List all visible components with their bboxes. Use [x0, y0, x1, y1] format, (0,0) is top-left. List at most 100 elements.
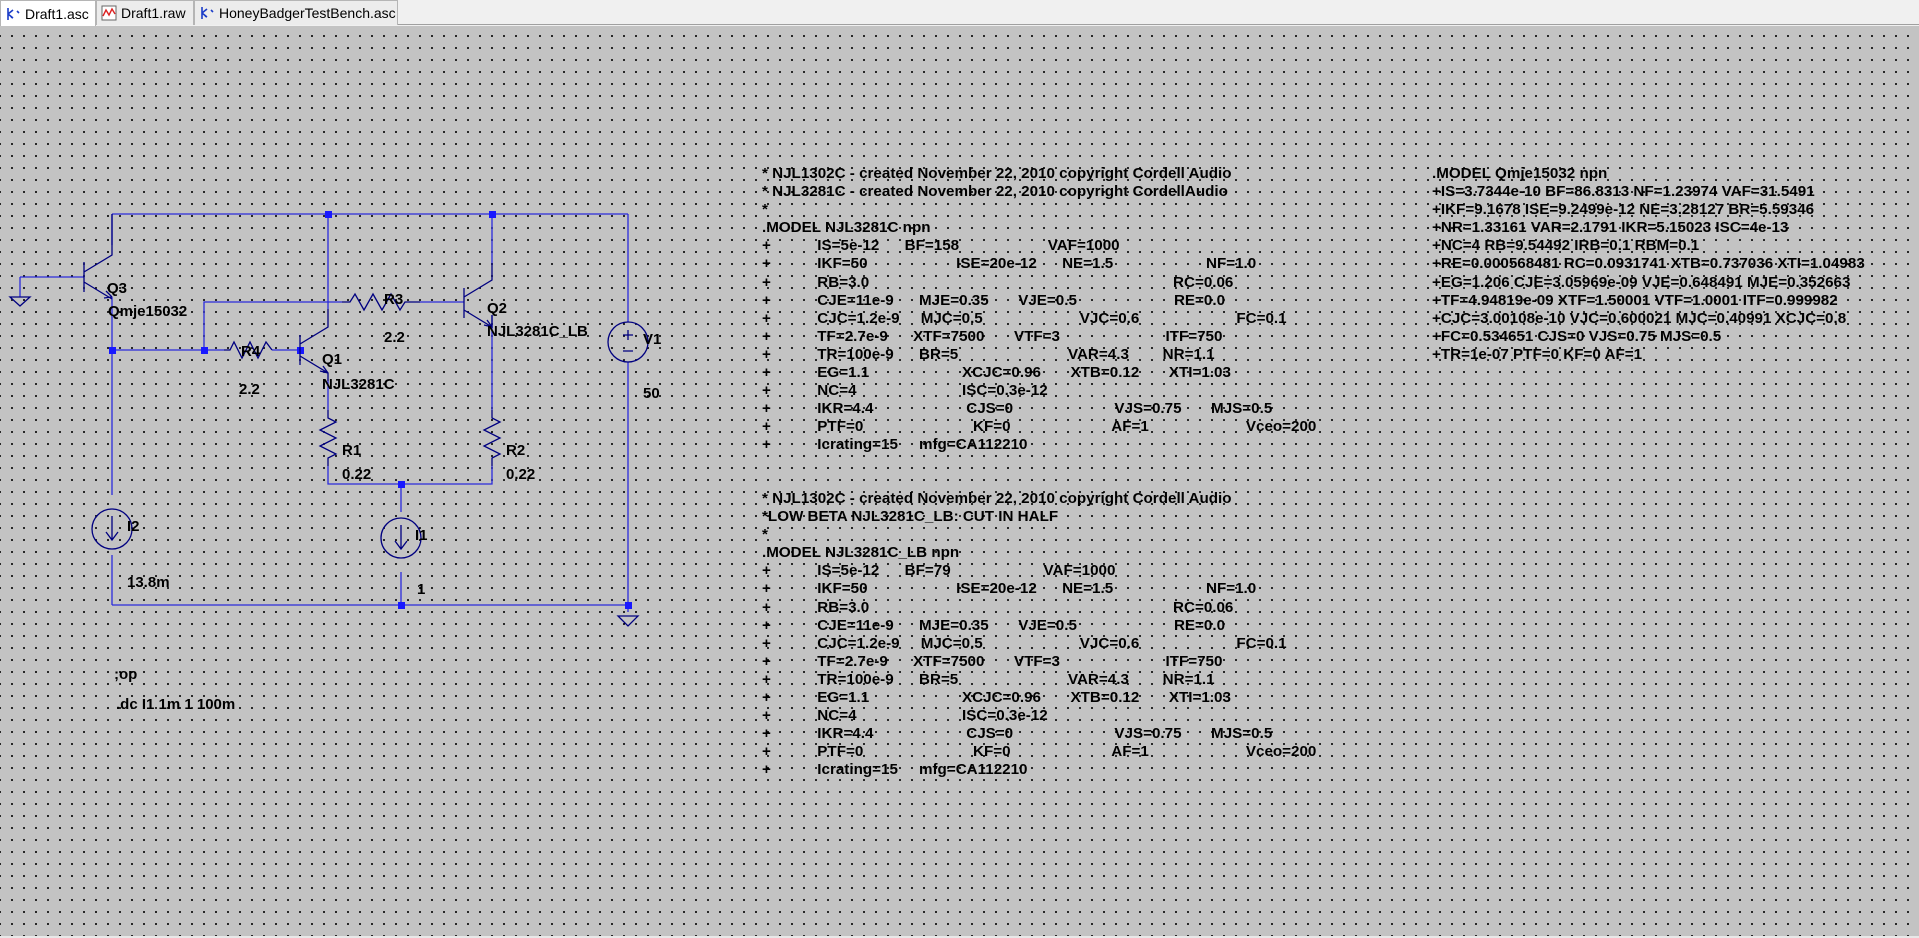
model-text-line: *LOW BETA NJL3281C_LB: CUT IN HALF	[762, 508, 1059, 526]
dc-sweep-directive[interactable]: .dc I1 1m 1 100m	[116, 696, 236, 713]
resistor-r1[interactable]	[318, 410, 338, 466]
transistor-q1[interactable]	[299, 309, 329, 381]
model-text-line: + TF=2.7e-9 XTF=7500 VTF=3 ITF=750	[762, 652, 1223, 670]
q1-value-label: NJL3281C	[322, 376, 395, 393]
ground-symbol[interactable]	[616, 615, 640, 627]
model-text-line: *	[762, 201, 768, 219]
v1-name-label: V1	[643, 331, 661, 348]
model-text-line: + IKF=50 ISE=20e-12 NE=1.5 NF=1.0	[762, 255, 1257, 273]
wire[interactable]	[327, 466, 493, 485]
q2-name-label: Q2	[487, 300, 507, 317]
junction-dot	[625, 602, 632, 609]
model-text-line: +RE=0.000568481 RC=0.0931741 XTB=0.73703…	[1432, 255, 1865, 273]
transistor-q2[interactable]	[463, 263, 493, 329]
model-text-line: +IS=3.7344e-10 BF=86.8313 NF=1.23974 VAF…	[1432, 183, 1815, 201]
model-text-line: .MODEL NJL3281C npn	[762, 219, 931, 237]
voltage-source-v1[interactable]	[607, 321, 649, 363]
i2-name-label: I2	[127, 518, 140, 535]
model-text-line: +CJC=3.00108e-10 VJC=0.600021 MJC=0.4099…	[1432, 309, 1847, 327]
resistor-r4[interactable]	[224, 340, 273, 360]
i2-value-label: 13.8m	[127, 574, 170, 591]
model-text-line: + NC=4 ISC=0.3e-12	[762, 382, 1048, 400]
model-text-line: +IKF=9.1678 ISE=9.2499e-12 NE=3.28127 BR…	[1432, 201, 1815, 219]
junction-dot	[201, 347, 208, 354]
tab-draft1-raw[interactable]: Draft1.raw	[96, 0, 194, 25]
model-text-line: + RB=3.0 RC=0.06	[762, 273, 1234, 291]
model-text-line: + PTF=0 KF=0 AF=1 Vceo=200	[762, 418, 1317, 436]
schematic-canvas[interactable]: Q3 Qmje15032 Q1 NJL3281C Q2 NJL3281C_LB …	[0, 26, 1919, 938]
r1-name-label: R1	[342, 442, 361, 459]
model-text-line: + NC=4 ISC=0.3e-12	[762, 707, 1048, 725]
model-text-line: + IKR=4.4 CJS=0 VJS=0.75 MJS=0.5	[762, 400, 1273, 418]
model-text-line: * NJL3281C - created November 22, 2010 c…	[762, 183, 1228, 201]
resistor-r2[interactable]	[482, 410, 502, 466]
r1-value-label: 0.22	[342, 466, 371, 483]
njl3281c-lb-model-text[interactable]: * NJL1302C - created November 22, 2010 c…	[762, 490, 1316, 780]
model-text-line: +NR=1.33161 VAR=2.1791 IKR=5.15023 ISC=4…	[1432, 219, 1789, 237]
q3-name-label: Q3	[107, 280, 127, 297]
tab-honeybadgertestbench-asc[interactable]: HoneyBadgerTestBench.asc	[194, 0, 398, 25]
r3-name-label: R3	[384, 291, 403, 308]
ground-symbol[interactable]	[8, 296, 32, 307]
model-text-line: + Icrating=15 mfg=CA112210	[762, 761, 1028, 779]
model-text-line: +NC=4 RB=9.54492 IRB=0.1 RBM=0.1	[1432, 237, 1700, 255]
op-directive[interactable]: ;op	[114, 666, 138, 683]
schematic-icon	[7, 7, 20, 20]
model-text-line: *	[762, 526, 768, 544]
q2-value-label: NJL3281C_LB	[487, 323, 588, 340]
tab-label: HoneyBadgerTestBench.asc	[219, 5, 396, 21]
model-text-line: + PTF=0 KF=0 AF=1 Vceo=200	[762, 743, 1317, 761]
model-text-line: + CJC=1.2e-9 MJC=0.5 VJC=0.6 FC=0.1	[762, 634, 1287, 652]
qmje15032-model-text[interactable]: .MODEL Qmje15032 npn+IS=3.7344e-10 BF=86…	[1432, 165, 1865, 364]
model-text-line: +EG=1.206 CJE=3.05969e-09 VJE=0.648491 M…	[1432, 273, 1851, 291]
q3-value-label: Qmje15032	[108, 303, 187, 320]
tab-label: Draft1.asc	[25, 5, 89, 22]
model-text-line: + EG=1.1 XCJC=0.96 XTB=0.12 XTI=1.03	[762, 364, 1231, 382]
model-text-line: + CJE=11e-9 MJE=0.35 VJE=0.5 RE=0.0	[762, 616, 1226, 634]
schematic-icon	[201, 7, 214, 19]
junction-dot	[398, 481, 405, 488]
model-text-line: + IS=5e-12 BF=158 VAF=1000	[762, 237, 1120, 255]
model-text-line: + TR=100e-9 BR=5 VAR=4.3 NR=1.1	[762, 670, 1215, 688]
model-text-line: + TR=100e-9 BR=5 VAR=4.3 NR=1.1	[762, 345, 1215, 363]
i1-name-label: I1	[415, 527, 428, 544]
q1-name-label: Q1	[322, 351, 342, 368]
schematic-drawing: Q3 Qmje15032 Q1 NJL3281C Q2 NJL3281C_LB …	[8, 211, 661, 627]
waveform-icon	[101, 5, 117, 21]
junctions	[109, 211, 632, 609]
model-text-line: + IKF=50 ISE=20e-12 NE=1.5 NF=1.0	[762, 580, 1257, 598]
transistor-q3[interactable]	[83, 214, 113, 300]
v1-value-label: 50	[643, 385, 660, 402]
model-text-line: + TF=2.7e-9 XTF=7500 VTF=3 ITF=750	[762, 327, 1223, 345]
model-text-line: +TF=4.94819e-09 XTF=1.50001 VTF=1.0001 I…	[1432, 291, 1838, 309]
junction-dot	[398, 602, 405, 609]
r2-name-label: R2	[506, 442, 525, 459]
document-tab-bar: Draft1.asc Draft1.raw HoneyBadgerTestBen…	[0, 0, 1919, 26]
model-text-line: + RB=3.0 RC=0.06	[762, 598, 1234, 616]
current-source-i2[interactable]	[91, 508, 133, 550]
r4-name-label: R4	[241, 343, 261, 360]
r2-value-label: 0.22	[506, 466, 535, 483]
tab-label: Draft1.raw	[121, 5, 186, 21]
model-text-line: .MODEL NJL3281C_LB npn	[762, 544, 960, 562]
model-text-line: .MODEL Qmje15032 npn	[1432, 165, 1608, 182]
model-text-line: * NJL1302C - created November 22, 2010 c…	[762, 165, 1232, 182]
model-text-line: + IS=5e-12 BF=79 VAF=1000	[762, 562, 1116, 580]
junction-dot	[109, 347, 116, 354]
status-strip	[0, 936, 1919, 938]
model-text-line: +TR=1e-07 PTF=0 KF=0 AF=1	[1432, 345, 1643, 363]
wire[interactable]	[203, 301, 342, 350]
model-text-line: +FC=0.534651 CJS=0 VJS=0.75 MJS=0.5	[1432, 327, 1722, 345]
i1-value-label: 1	[417, 581, 425, 598]
resistor-r3[interactable]	[342, 292, 420, 312]
njl3281c-model-text[interactable]: * NJL1302C - created November 22, 2010 c…	[762, 165, 1316, 455]
model-text-line: + CJE=11e-9 MJE=0.35 VJE=0.5 RE=0.0	[762, 291, 1226, 309]
r4-value-label: 2.2	[239, 381, 260, 398]
model-text-line: * NJL1302C - created November 22, 2010 c…	[762, 490, 1232, 507]
current-source-i1[interactable]	[380, 517, 422, 559]
tab-draft1-asc[interactable]: Draft1.asc	[0, 0, 96, 26]
wires	[19, 213, 629, 612]
model-text-line: + IKR=4.4 CJS=0 VJS=0.75 MJS=0.5	[762, 725, 1273, 743]
model-text-line: + EG=1.1 XCJC=0.96 XTB=0.12 XTI=1.03	[762, 689, 1231, 707]
junction-dot	[325, 211, 332, 218]
